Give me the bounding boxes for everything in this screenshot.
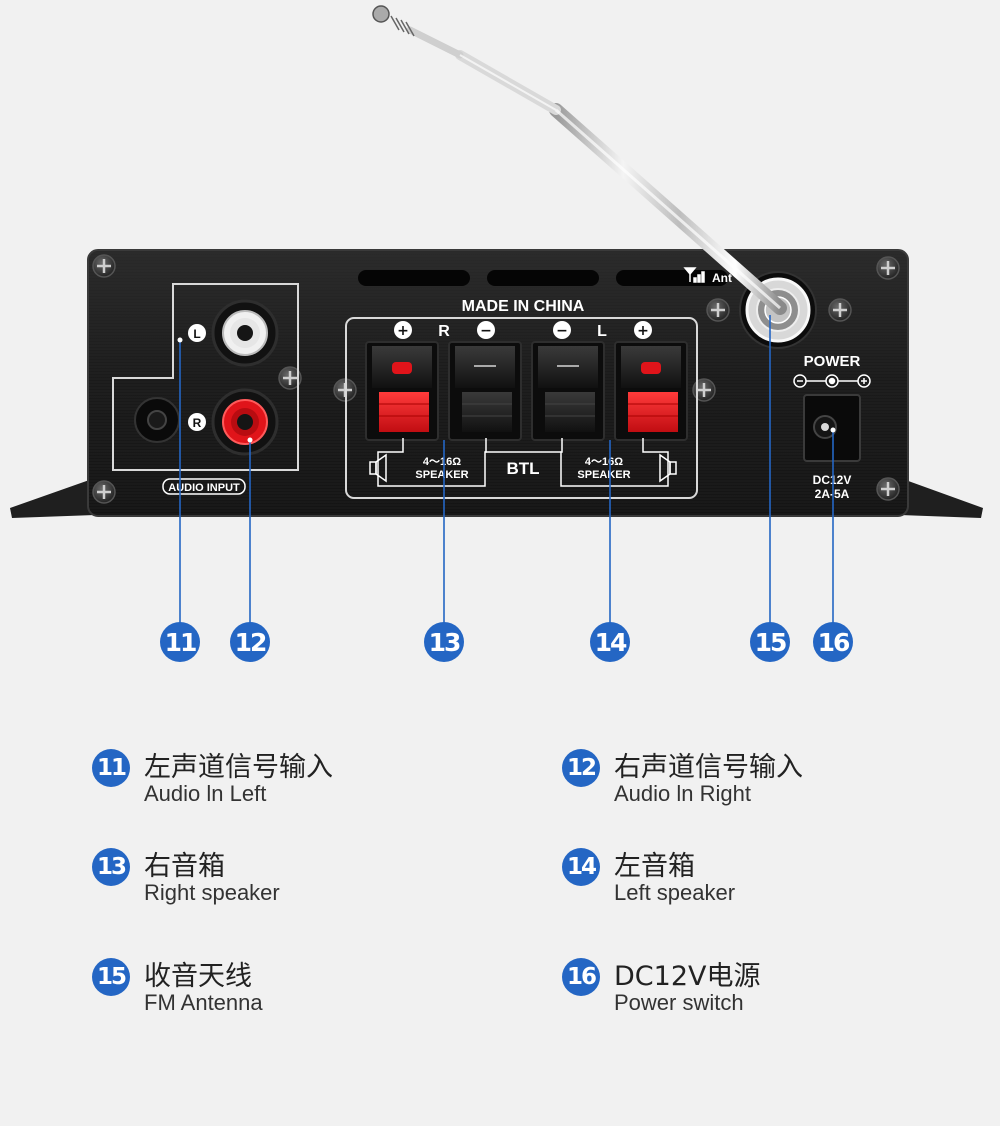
screw-icon (828, 298, 852, 322)
speaker-terminal-outline (345, 317, 698, 499)
callout-badge-14: 14 (590, 622, 630, 662)
legend-number: 12 (562, 749, 600, 787)
legend-label-en: Power switch (614, 990, 744, 1015)
legend-number: 14 (562, 848, 600, 886)
speaker-icon (659, 453, 677, 483)
legend-number: 16 (562, 958, 600, 996)
antenna-label: Ant (712, 271, 732, 285)
callout-leader-lines (179, 315, 834, 625)
legend-number: 11 (92, 749, 130, 787)
left-impedance-label: 4～16Ω (585, 456, 623, 468)
callout-badge-13: 13 (424, 622, 464, 662)
speaker-terminal-right-negative[interactable] (448, 341, 522, 441)
screw-icon (876, 477, 900, 501)
vent-slot (487, 270, 599, 286)
power-label: POWER (804, 353, 861, 370)
made-in-china-label: MADE IN CHINA (462, 298, 585, 315)
screw-icon (692, 378, 716, 402)
terminal-plus-sign: + (397, 323, 409, 339)
left-speaker-label: SPEAKER (577, 469, 630, 481)
screw-icon (706, 298, 730, 322)
input-label-r: R (193, 416, 202, 430)
legend-label-en: Right speaker (144, 880, 280, 905)
terminal-plus-sign: + (637, 323, 649, 339)
screw-icon (278, 366, 302, 390)
right-mounting-foot (900, 478, 983, 518)
input-label-l: L (193, 327, 200, 341)
legend-label-en: Audio ln Left (144, 781, 267, 806)
audio-input-outline (112, 283, 299, 471)
legend-label-zh: 右音箱 (144, 851, 225, 882)
channel-l-label: L (597, 323, 607, 340)
legend-label-zh: DC12V电源 (614, 961, 761, 992)
callout-badge-16: 16 (813, 622, 853, 662)
legend-label-en: Audio ln Right (614, 781, 751, 806)
screw-icon (92, 480, 116, 504)
audio-input-label: AUDIO INPUT (168, 482, 240, 494)
legend-label-zh: 左音箱 (614, 851, 695, 882)
screw-icon (876, 256, 900, 280)
terminal-minus-sign: − (556, 323, 568, 339)
rca-jack-icon (211, 299, 279, 367)
speaker-icon (369, 453, 387, 483)
vent-slot (358, 270, 470, 286)
terminal-minus-sign: − (480, 323, 492, 339)
channel-r-label: R (438, 323, 450, 340)
legend-number: 13 (92, 848, 130, 886)
callout-badge-11: 11 (160, 622, 200, 662)
rca-jack-icon (211, 388, 279, 456)
callout-badge-12: 12 (230, 622, 270, 662)
legend-label-zh: 左声道信号输入 (144, 752, 333, 783)
right-speaker-label: SPEAKER (415, 469, 468, 481)
callout-badge-15: 15 (750, 622, 790, 662)
antenna-signal-icon (683, 267, 705, 283)
polarity-diagram (793, 374, 871, 388)
legend-label-en: Left speaker (614, 880, 736, 905)
right-impedance-label: 4～16Ω (423, 456, 461, 468)
legend-number: 15 (92, 958, 130, 996)
speaker-terminal-right-positive[interactable] (365, 341, 439, 441)
fm-antenna[interactable] (372, 5, 787, 315)
btl-label: BTL (506, 459, 539, 478)
legend-label-zh: 右声道信号输入 (614, 752, 803, 783)
left-mounting-foot (10, 478, 95, 518)
callout-anchor-dots (177, 337, 836, 443)
legend-label-en: FM Antenna (144, 990, 263, 1015)
dc-rating-line-2: 2A-5A (815, 487, 850, 501)
legend-label-zh: 收音天线 (144, 961, 252, 992)
dc-rating-line-1: DC12V (813, 473, 852, 487)
screw-icon (92, 254, 116, 278)
speaker-terminal-left-negative[interactable] (531, 341, 605, 441)
speaker-terminal-left-positive[interactable] (614, 341, 688, 441)
